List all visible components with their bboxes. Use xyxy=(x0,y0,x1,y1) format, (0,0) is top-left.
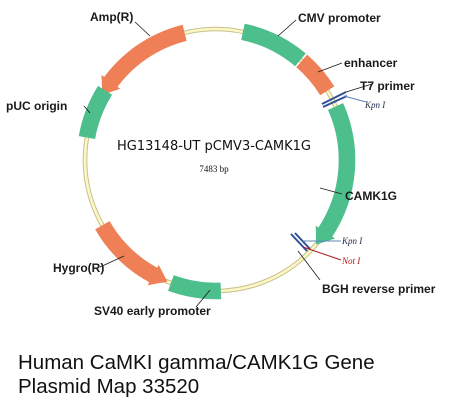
cmv-promoter-arc xyxy=(241,23,306,67)
kpn1-top-label: Kpn I xyxy=(364,100,386,110)
plasmid-map: Amp(R) CMV promoter enhancer T7 primer K… xyxy=(6,10,436,318)
not1-label: Not I xyxy=(341,256,361,266)
hygro-label: Hygro(R) xyxy=(53,261,104,275)
bgh-primer-mark-2 xyxy=(294,232,311,250)
t7-primer-label: T7 primer xyxy=(360,79,415,93)
bgh-primer-label: BGH reverse primer xyxy=(322,282,436,296)
hygro-leader xyxy=(99,255,125,268)
camk1g-gene-arc xyxy=(315,103,356,245)
cmv-leader xyxy=(277,19,297,37)
amp-leader xyxy=(134,21,151,37)
kpn1-bottom-label: Kpn I xyxy=(341,236,363,246)
puc-origin-label: pUC origin xyxy=(6,99,67,113)
enhancer-arc xyxy=(296,54,335,96)
enhancer-label: enhancer xyxy=(344,56,398,70)
figure-caption: Human CaMKI gamma/CAMK1G Gene Plasmid Ma… xyxy=(18,351,448,399)
site-markers xyxy=(290,83,373,281)
not1-leader xyxy=(302,246,342,261)
puc-origin-arc xyxy=(78,85,113,139)
t7-primer-mark-2 xyxy=(322,95,348,108)
hygro-resistance-arc xyxy=(95,221,168,286)
camk1g-label: CAMK1G xyxy=(345,189,397,203)
t7-primer-leader xyxy=(345,83,373,93)
sv40-leader xyxy=(195,289,211,308)
sv40-promoter-label: SV40 early promoter xyxy=(94,304,211,318)
enhancer-leader xyxy=(317,62,343,73)
bgh-primer-mark-1 xyxy=(290,233,308,252)
kpn1-top-leader xyxy=(343,95,367,103)
label-leaders xyxy=(83,19,343,308)
bgh-leader xyxy=(297,250,321,281)
t7-primer-mark-1 xyxy=(321,91,347,105)
caption-line-2: Plasmid Map 33520 xyxy=(18,375,200,398)
puc-leader xyxy=(83,105,91,114)
amp-label: Amp(R) xyxy=(90,10,133,24)
camk1g-leader xyxy=(319,187,343,195)
amp-resistance-arc xyxy=(101,24,187,95)
plasmid-name: HG13148-UT pCMV3-CAMK1G xyxy=(117,139,311,154)
feature-arcs xyxy=(78,23,356,300)
caption-line-1: Human CaMKI gamma/CAMK1G Gene xyxy=(18,351,375,374)
plasmid-size: 7483 bp xyxy=(199,164,229,174)
cmv-promoter-label: CMV promoter xyxy=(298,11,381,25)
sv40-promoter-arc xyxy=(168,275,222,300)
